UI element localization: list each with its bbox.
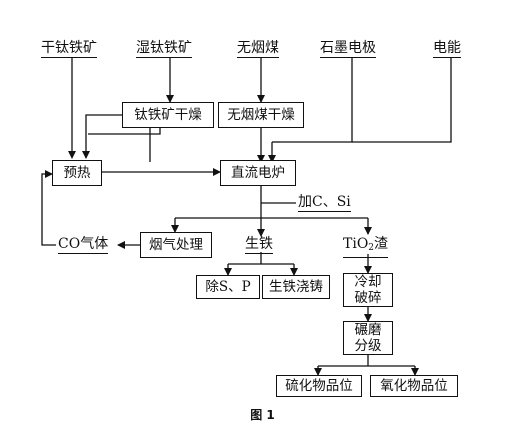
tio2-suffix: 渣 xyxy=(374,236,389,252)
label-pig-iron: 生铁 xyxy=(245,236,273,254)
input-electricity: 电能 xyxy=(433,40,461,58)
box-remove-s-p: 除S、P xyxy=(196,275,260,299)
box-grinding-classifying: 碾磨 分级 xyxy=(343,321,393,355)
box-ilmenite-drying: 钛铁矿干燥 xyxy=(122,102,214,128)
line-graphite-electrode xyxy=(280,58,353,143)
box-sulfate-grade: 硫化物品位 xyxy=(276,375,362,397)
label-tio2-slag: TiO2渣 xyxy=(343,236,389,258)
grinding-line1: 碾磨 xyxy=(354,322,382,338)
tio2-subscript: 2 xyxy=(368,243,375,253)
box-preheat: 预热 xyxy=(52,160,102,186)
input-dry-ilmenite: 干钛铁矿 xyxy=(41,40,97,58)
cooling-line2: 破碎 xyxy=(354,290,382,306)
label-add-c-si: 加C、Si xyxy=(298,194,351,212)
input-anthracite: 无烟煤 xyxy=(237,40,279,58)
line-ilmenite-drying-furnace xyxy=(88,128,161,135)
tio2-prefix: TiO xyxy=(343,236,369,252)
box-cooling-crushing: 冷却 破碎 xyxy=(343,273,393,307)
grinding-line2: 分级 xyxy=(354,338,382,354)
box-pig-iron-casting: 生铁浇铸 xyxy=(262,275,330,299)
box-oxide-grade: 氧化物品位 xyxy=(370,375,458,397)
input-graphite-electrode: 石墨电极 xyxy=(320,40,376,58)
cooling-line1: 冷却 xyxy=(354,274,382,290)
figure-caption: 图 1 xyxy=(250,408,275,422)
box-flue-gas-treatment: 烟气处理 xyxy=(140,232,212,258)
input-wet-ilmenite: 湿钛铁矿 xyxy=(136,40,192,58)
arrow-co-loop xyxy=(41,170,56,246)
box-anthracite-drying: 无烟煤干燥 xyxy=(218,102,304,128)
box-dc-furnace: 直流电炉 xyxy=(220,160,296,186)
label-co-gas: CO气体 xyxy=(58,236,109,254)
line-electricity xyxy=(352,58,452,143)
arrow-ilmenite-drying-preheat xyxy=(82,114,122,159)
